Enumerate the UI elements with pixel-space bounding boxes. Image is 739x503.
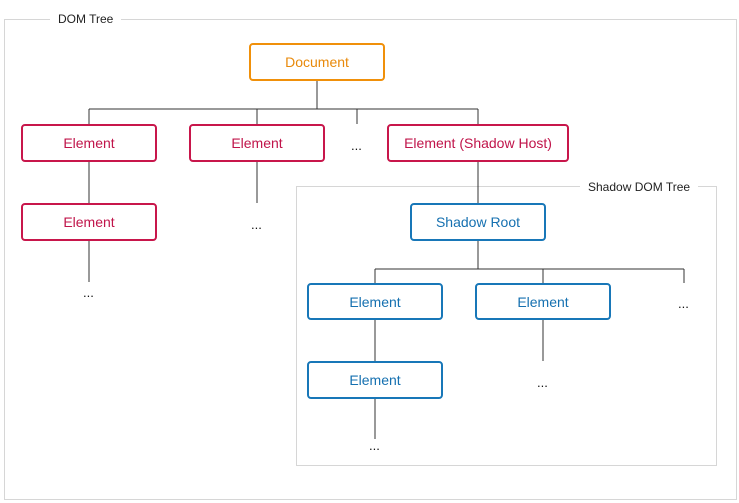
more-siblings-ellipsis: ... [678,296,689,311]
shadow-host-node: Element (Shadow Host) [387,124,569,162]
dom-tree-label: DOM Tree [50,12,122,26]
dom-tree-frame [4,19,737,500]
more-children-ellipsis: ... [537,375,548,390]
element-node: Element [21,124,157,162]
more-children-ellipsis: ... [83,285,94,300]
shadow-element-node: Element [307,283,443,320]
more-children-ellipsis: ... [251,217,262,232]
element-node: Element [21,203,157,241]
shadow-element-node: Element [307,361,443,399]
document-node: Document [249,43,385,81]
element-node: Element [189,124,325,162]
more-children-ellipsis: ... [369,438,380,453]
shadow-dom-tree-frame [296,186,717,466]
shadow-element-node: Element [475,283,611,320]
more-siblings-ellipsis: ... [351,138,362,153]
shadow-dom-tree-label: Shadow DOM Tree [580,180,699,194]
shadow-root-node: Shadow Root [410,203,546,241]
